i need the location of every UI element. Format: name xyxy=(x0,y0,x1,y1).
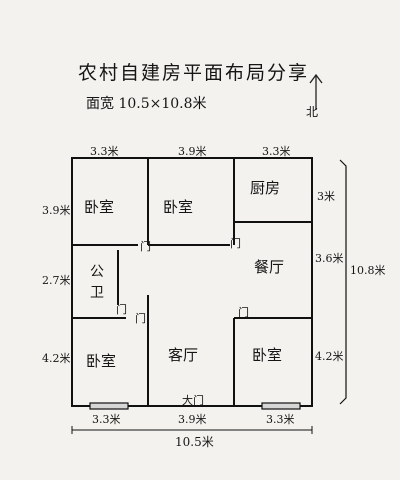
dim-top-left: 3.3米 xyxy=(90,145,119,158)
north-label: 北 xyxy=(306,105,319,119)
door-label-top-left: 门 xyxy=(140,239,151,253)
room-dining: 餐厅 xyxy=(254,258,284,276)
dim-right-mid: 3.6米 xyxy=(315,252,344,265)
dim-bottom-right: 3.3米 xyxy=(266,413,295,426)
dim-left-mid: 2.7米 xyxy=(42,274,71,287)
room-bedroom-top-left: 卧室 xyxy=(84,198,114,216)
door-label-main: 大门 xyxy=(182,393,204,407)
door-label-dining: 门 xyxy=(230,236,241,250)
page-title: 农村自建房平面布局分享 xyxy=(78,62,310,84)
dim-bottom-total: 10.5米 xyxy=(175,435,214,449)
dim-right-top: 3米 xyxy=(317,190,335,203)
door-label-right-bedroom: 门 xyxy=(238,305,249,319)
dim-bottom-left: 3.3米 xyxy=(92,413,121,426)
dim-right-total: 10.8米 xyxy=(350,264,386,277)
window-left xyxy=(89,402,129,410)
dim-bottom-mid: 3.9米 xyxy=(178,413,207,426)
outer-wall xyxy=(71,157,313,407)
room-bedroom-bottom-left: 卧室 xyxy=(86,352,116,370)
window-right xyxy=(261,402,301,410)
dim-top-right: 3.3米 xyxy=(262,145,291,158)
room-kitchen: 厨房 xyxy=(250,179,280,197)
north-arrow-icon xyxy=(309,73,323,110)
room-living: 客厅 xyxy=(168,346,198,364)
dim-left-top: 3.9米 xyxy=(42,204,71,217)
room-bathroom-line1: 公 xyxy=(90,264,104,280)
page-subtitle: 面宽 10.5×10.8米 xyxy=(86,96,207,112)
dim-bracket-right xyxy=(339,159,347,405)
room-bathroom-line2: 卫 xyxy=(90,285,104,301)
room-bedroom-top-mid: 卧室 xyxy=(163,198,193,216)
door-label-bath: 门 xyxy=(116,302,127,316)
dim-right-bottom: 4.2米 xyxy=(315,350,344,363)
room-bedroom-bottom-right: 卧室 xyxy=(252,346,282,364)
dim-left-bottom: 4.2米 xyxy=(42,352,71,365)
door-label-living: 门 xyxy=(135,311,146,325)
dim-top-mid: 3.9米 xyxy=(178,145,207,158)
